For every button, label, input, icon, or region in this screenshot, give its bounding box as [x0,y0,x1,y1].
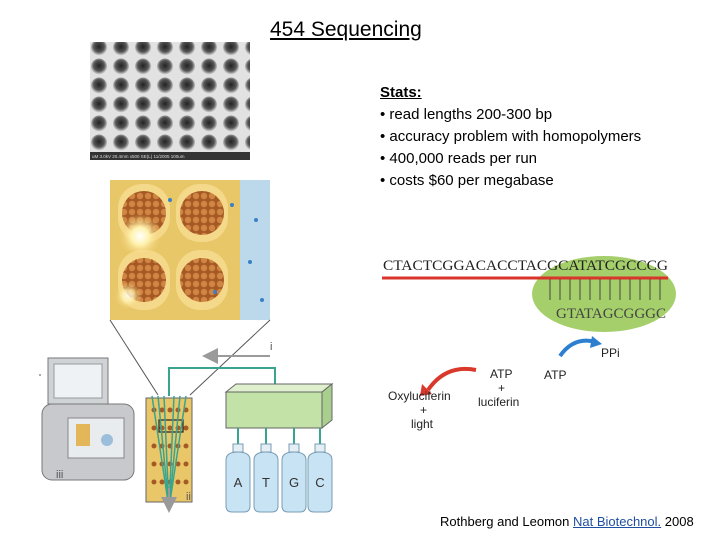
stat-item-read-length: • read lengths 200-300 bp [380,106,553,123]
bottle-g: G [281,443,307,513]
template-sequence: CTACTCGGACACCTACGCATATCGCCCG [383,258,668,274]
citation-authors: Rothberg and Leomon [440,514,573,529]
citation-journal-link[interactable]: Nat Biotechnol. [572,514,662,529]
base-pair-ticks [549,279,661,300]
sem-micrograph: uM 3.0kV 20.4mm x500 SE(L) 11/2005 100um [90,42,250,160]
stat-item-reads: • 400,000 reads per run [380,150,538,167]
reaction-scheme [420,336,602,396]
stat-item-cost: • costs $60 per megabase [380,172,554,189]
well-illustration [110,180,270,320]
bottle-a: A [225,443,251,513]
bottle-label-g: G [289,475,299,490]
label-atp: ATP [544,368,566,382]
zoom-lines [39,319,271,396]
label-atp-luciferin-3: luciferin [478,395,519,409]
stats-list: Stats: • read lengths 200-300 bp • accur… [380,82,641,192]
label-oxy-plus: + [420,403,427,417]
label-i: i [270,341,272,353]
stats-heading: Stats: [380,84,422,101]
light-emission [118,214,162,258]
tubing [168,367,276,396]
synthesized-sequence: GTATAGCGGGC [556,306,666,322]
bottle-c: C [307,443,333,513]
citation: Rothberg and Leomon Nat Biotechnol. 2008 [440,514,694,529]
reagent-bottles: A T G C [225,443,333,513]
citation-year: 2008 [661,514,694,529]
polymerase-blob [532,256,676,332]
label-oxyluciferin: Oxyluciferin [388,389,451,403]
bottle-label-a: A [234,475,243,490]
bottle-label-c: C [315,475,324,490]
label-ppi: PPi [601,346,620,360]
sequencer-instrument [41,357,135,481]
slide-title: 454 Sequencing [270,18,422,41]
label-atp-luciferin-2: + [498,381,505,395]
sem-caption: uM 3.0kV 20.4mm x500 SE(L) 11/2005 100um [92,154,185,159]
dna-diagram: CTACTCGGACACCTACGCATATCGCCCG GTATAGCGGGC [382,256,676,332]
label-ii: ii [186,491,191,503]
ppi-arrow [558,338,597,358]
reagent-manifold [224,382,334,448]
stat-item-accuracy: • accuracy problem with homopolymers [380,128,642,145]
atp-arrow [426,367,477,392]
bottle-t: T [253,443,279,513]
flow-cell [145,395,193,513]
bottle-label-t: T [262,475,270,490]
label-atp-luciferin-1: ATP [490,367,512,381]
label-iii: iii [56,469,63,481]
label-light: light [411,417,434,431]
